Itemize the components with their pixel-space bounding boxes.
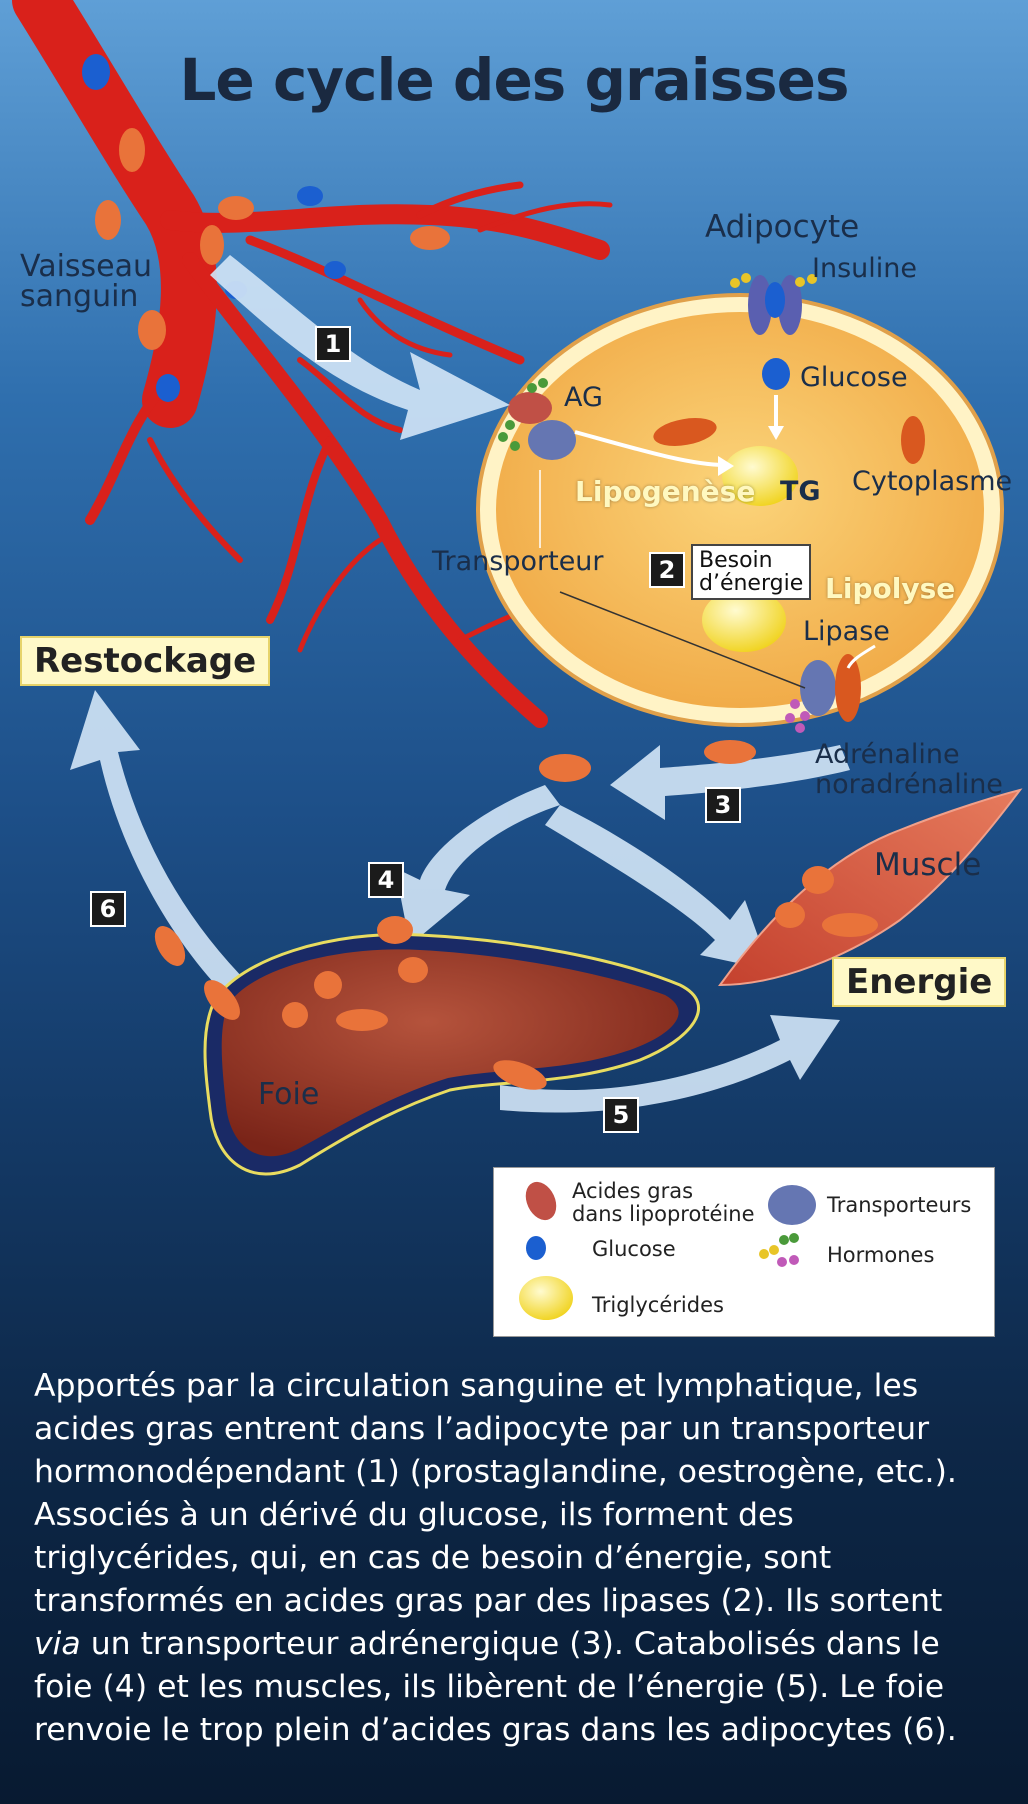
insulin-receptor bbox=[730, 273, 817, 440]
step-3-badge: 3 bbox=[705, 787, 741, 823]
page-title: Le cycle des graisses bbox=[179, 46, 849, 114]
legend: Acides gras dans lipoprotéine Glucose Tr… bbox=[493, 1167, 995, 1337]
ag-transporter bbox=[498, 378, 734, 476]
hormone-label: Adrénaline noradrénaline bbox=[815, 739, 1003, 800]
adipocyte-label: Adipocyte bbox=[705, 209, 860, 245]
diagram-graphics bbox=[12, 0, 1023, 1176]
lipase-droplet bbox=[702, 588, 786, 652]
liver bbox=[154, 916, 700, 1176]
flow-arrows bbox=[70, 255, 850, 1113]
vessel-label: Vaisseau sanguin bbox=[20, 249, 153, 314]
arrow-3 bbox=[610, 745, 850, 820]
caption-line: triglycérides, qui, en cas de besoin d’é… bbox=[34, 1540, 832, 1576]
legend-hormones: Hormones bbox=[827, 1243, 935, 1267]
adrenergic-transporter bbox=[539, 470, 876, 733]
tg-droplet bbox=[722, 446, 798, 506]
caption-line: via un transporteur adrénergique (3). Ca… bbox=[34, 1626, 940, 1662]
insulin-label: Insuline bbox=[812, 253, 917, 284]
ag-label: AG bbox=[564, 382, 603, 413]
glucose-label: Glucose bbox=[800, 362, 908, 393]
legend-transporters: Transporteurs bbox=[827, 1193, 972, 1217]
legend-fatty-acids: Acides gras dans lipoprotéine bbox=[572, 1179, 755, 1227]
tg-label: TG bbox=[780, 476, 821, 507]
arrow-6 bbox=[70, 690, 250, 1000]
liver-label: Foie bbox=[258, 1077, 320, 1112]
legend-triglycerides: Triglycérides bbox=[592, 1293, 724, 1317]
caption-via: via bbox=[34, 1626, 81, 1662]
caption-line: hormonodépendant (1) (prostaglandine, oe… bbox=[34, 1454, 957, 1490]
muscle-label: Muscle bbox=[874, 847, 982, 883]
caption-line: acides gras entrent dans l’adipocyte par… bbox=[34, 1411, 930, 1447]
cytoplasm-label: Cytoplasme bbox=[852, 466, 1013, 497]
caption-line: foie (4) et les muscles, ils libèrent de… bbox=[34, 1669, 945, 1705]
lipogenesis-label: Lipogenèse bbox=[575, 475, 756, 508]
lipolysis-label: Lipolyse bbox=[825, 572, 956, 605]
caption-line: transformés en acides gras par des lipas… bbox=[34, 1583, 943, 1619]
muscle bbox=[718, 788, 1023, 987]
step-6-badge: 6 bbox=[90, 891, 126, 927]
transporter-label: Transporteur bbox=[432, 546, 604, 577]
step-2-badge: 2 bbox=[649, 552, 685, 588]
arrow-4 bbox=[395, 785, 560, 945]
legend-glucose: Glucose bbox=[592, 1237, 676, 1261]
step-5-badge: 5 bbox=[603, 1097, 639, 1133]
energy-need-box: Besoin d’énergie bbox=[691, 544, 812, 601]
arrow-5 bbox=[500, 1015, 840, 1113]
energie-tag: Energie bbox=[832, 957, 1007, 1007]
caption-line: Apportés par la circulation sanguine et … bbox=[34, 1368, 919, 1404]
step-1-badge: 1 bbox=[315, 326, 351, 362]
adipocyte-cell bbox=[476, 293, 1004, 727]
arrow-muscle bbox=[545, 805, 770, 970]
caption-paragraph: Apportés par la circulation sanguine et … bbox=[34, 1365, 999, 1752]
caption-line: Associés à un dérivé du glucose, ils for… bbox=[34, 1497, 794, 1533]
lipase-label: Lipase bbox=[803, 616, 890, 647]
legend-swatches bbox=[519, 1181, 816, 1320]
step-4-badge: 4 bbox=[368, 862, 404, 898]
arrow-1 bbox=[210, 255, 510, 440]
restockage-tag: Restockage bbox=[20, 636, 271, 686]
caption-line: renvoie le trop plein d’acides gras dans… bbox=[34, 1712, 957, 1748]
